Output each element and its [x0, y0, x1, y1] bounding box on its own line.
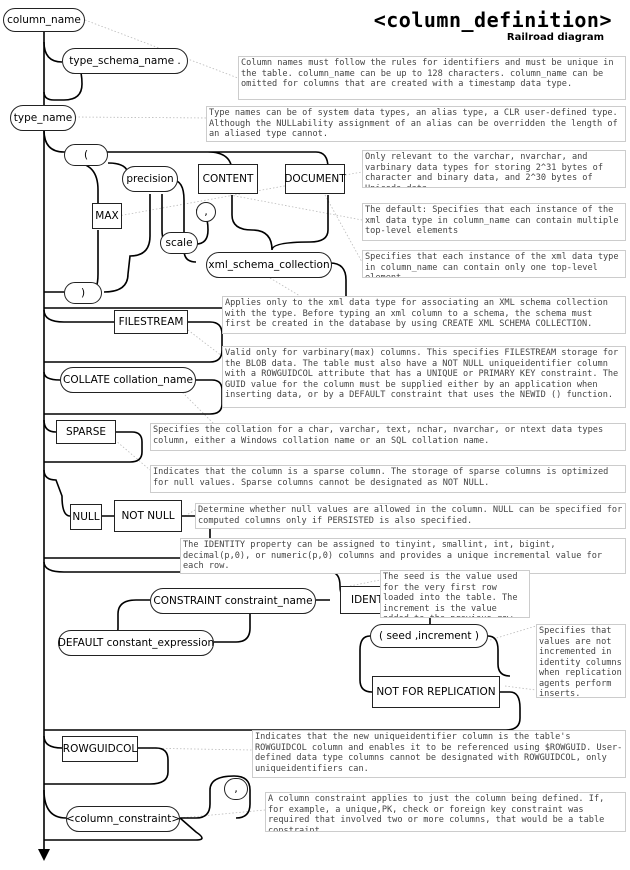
xml-schema-collection-note: Applies only to the xml data type for as…: [222, 296, 626, 334]
scale-node: scale: [160, 232, 198, 254]
not-for-replication-node: NOT FOR REPLICATION: [372, 676, 500, 708]
filestream-note: Valid only for varbinary(max) columns. T…: [222, 346, 626, 408]
diagram-subtitle: Railroad diagram: [506, 32, 604, 43]
column-constraint-node: <column_constraint>: [66, 806, 180, 832]
repeat-comma-node: ,: [224, 778, 248, 800]
sparse-node: SPARSE: [56, 420, 116, 444]
null-node: NULL: [70, 504, 102, 530]
diagram-title: <column_definition>: [373, 8, 612, 32]
null-note: Determine whether null values are allowe…: [195, 503, 626, 529]
not-null-node: NOT NULL: [114, 500, 182, 532]
seed-increment-node: ( seed ,increment ): [370, 624, 488, 648]
precision-node: precision: [122, 166, 178, 192]
seed-note: The seed is the value used for the very …: [380, 570, 530, 618]
filestream-node: FILESTREAM: [114, 310, 188, 334]
rowguidcol-note: Indicates that the new uniqueidentifier …: [252, 730, 626, 778]
collate-note: Specifies the collation for a char, varc…: [150, 423, 626, 451]
default-node: DEFAULT constant_expression: [58, 630, 214, 656]
open-paren-node: (: [64, 144, 108, 166]
column-constraint-note: A column constraint applies to just the …: [265, 792, 626, 832]
max-node: MAX: [92, 203, 122, 229]
max-note: Only relevant to the varchar, nvarchar, …: [362, 150, 626, 188]
content-note: The default: Specifies that each instanc…: [362, 203, 626, 241]
collate-node: COLLATE collation_name: [60, 367, 196, 393]
content-node: CONTENT: [198, 164, 258, 194]
rowguidcol-node: ROWGUIDCOL: [62, 736, 138, 762]
column-name-node: column_name: [3, 8, 85, 32]
comma-node: ,: [196, 202, 216, 222]
close-paren-node: ): [64, 282, 102, 304]
document-node: DOCUMENT: [284, 164, 346, 194]
not-for-replication-note: Specifies that values are not incremente…: [536, 624, 626, 698]
type-schema-name-node: type_schema_name .: [62, 48, 188, 74]
sparse-note: Indicates that the column is a sparse co…: [150, 465, 626, 493]
type-name-note: Type names can be of system data types, …: [206, 106, 626, 142]
type-name-node: type_name: [10, 105, 76, 131]
column-name-note: Column names must follow the rules for i…: [238, 56, 626, 100]
identity-note: The IDENTITY property can be assigned to…: [180, 538, 626, 574]
constraint-node: CONSTRAINT constraint_name: [150, 588, 316, 614]
document-note: Specifies that each instance of the xml …: [362, 250, 626, 278]
xml-schema-collection-node: xml_schema_collection: [206, 252, 332, 278]
